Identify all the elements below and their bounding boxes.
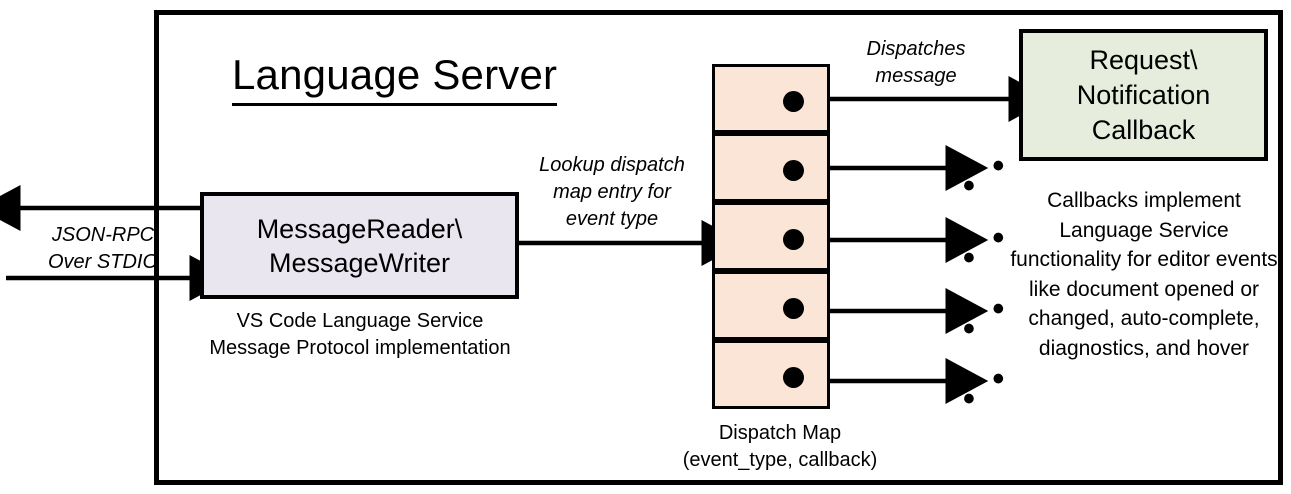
callback-label: Request\ Notification Callback [1076, 44, 1211, 145]
language-server-boundary [154, 10, 1283, 485]
callback-pointer-dot [783, 91, 804, 112]
callback-node[interactable]: Request\ Notification Callback [1019, 29, 1268, 161]
edge-label-lookup: Lookup dispatch map entry for event type [539, 154, 685, 230]
dispatch-map-row[interactable] [712, 64, 830, 133]
callback-pointer-dot [783, 229, 804, 250]
message-io-node[interactable]: MessageReader\ MessageWriter [200, 192, 519, 299]
edge-label-dispatch: Dispatches message [866, 38, 966, 87]
callback-pointer-dot [783, 298, 804, 319]
page-title: Language Server [232, 49, 558, 106]
dispatch-map-row[interactable] [712, 202, 830, 271]
edge-label-transport: JSON-RPC Over STDIO [47, 224, 158, 273]
ellipsis-marker: • • • [963, 147, 1009, 205]
ellipsis-marker: • • • [963, 360, 1009, 418]
callback-caption: Callbacks implement Language Service fun… [1010, 189, 1278, 360]
callback-pointer-dot [783, 367, 804, 388]
message-io-caption: VS Code Language Service Message Protoco… [209, 310, 511, 359]
dispatch-map-table[interactable] [712, 64, 830, 409]
dispatch-map-row[interactable] [712, 271, 830, 340]
dispatch-map-row[interactable] [712, 133, 830, 202]
dispatch-map-row[interactable] [712, 340, 830, 409]
ellipsis-marker: • • • [963, 219, 1009, 277]
callback-pointer-dot [783, 160, 804, 181]
message-io-label: MessageReader\ MessageWriter [256, 213, 463, 278]
dispatch-map-caption: Dispatch Map (event_type, callback) [682, 422, 878, 471]
ellipsis-marker: • • • [963, 290, 1009, 348]
